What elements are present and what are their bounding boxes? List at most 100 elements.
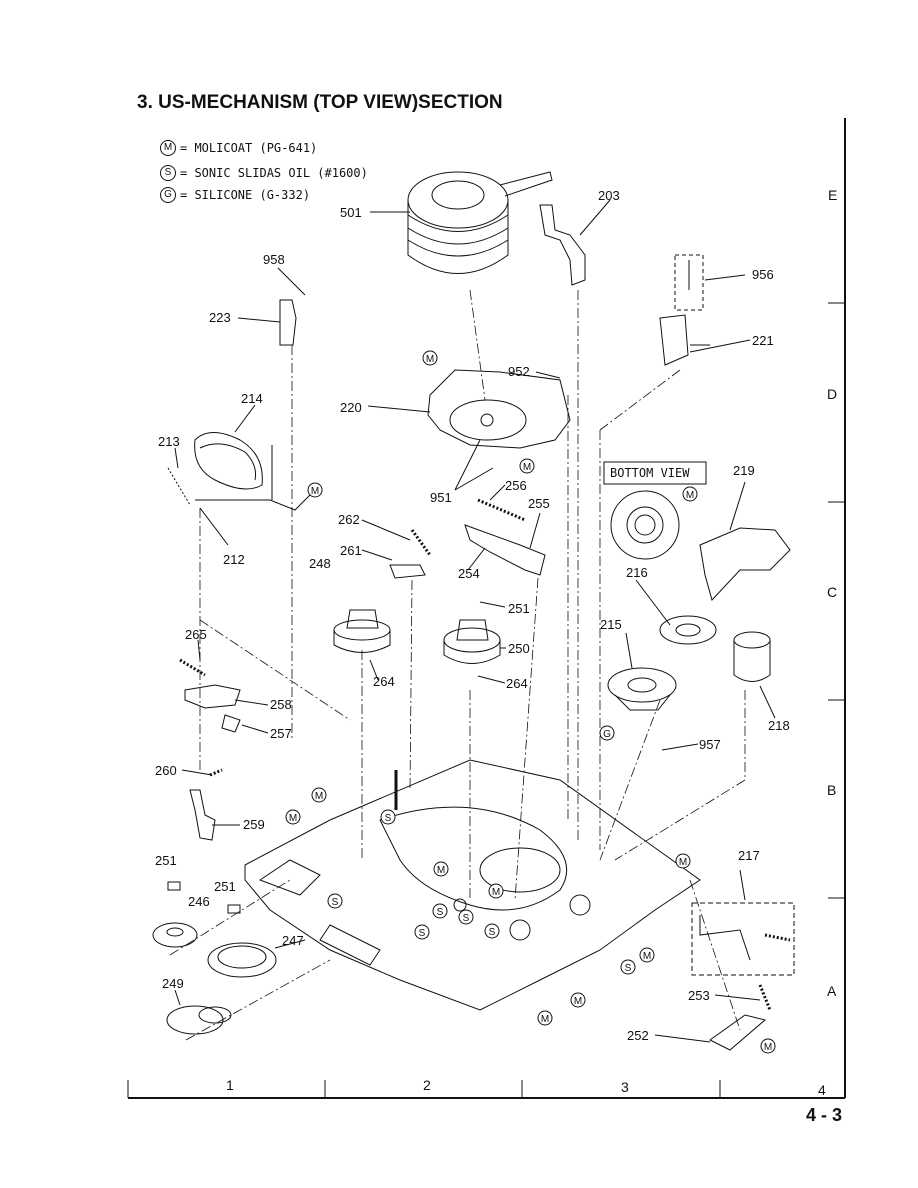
- col-label-4: 4: [818, 1082, 826, 1098]
- marker-s: S: [414, 924, 430, 940]
- part-label-218: 218: [768, 718, 790, 733]
- part-label-256: 256: [505, 478, 527, 493]
- svg-text:S: S: [385, 813, 392, 824]
- svg-text:S: S: [489, 927, 496, 938]
- legend-symbol-m: M: [160, 140, 176, 156]
- marker-m: M: [422, 350, 438, 366]
- part-label-956: 956: [752, 267, 774, 282]
- part-label-213: 213: [158, 434, 180, 449]
- svg-text:M: M: [426, 354, 434, 365]
- marker-m: M: [519, 458, 535, 474]
- part-label-952: 952: [508, 364, 530, 379]
- part-label-251: 251: [214, 879, 236, 894]
- svg-text:M: M: [315, 791, 323, 802]
- part-label-220: 220: [340, 400, 362, 415]
- part-label-265: 265: [185, 627, 207, 642]
- page-title: 3. US-MECHANISM (TOP VIEW)SECTION: [137, 92, 503, 113]
- svg-text:S: S: [437, 907, 444, 918]
- col-label-1: 1: [226, 1077, 234, 1093]
- marker-s: S: [432, 903, 448, 919]
- svg-text:M: M: [679, 857, 687, 868]
- legend-silicone: G = SILICONE (G-332): [160, 187, 310, 203]
- part-label-249: 249: [162, 976, 184, 991]
- marker-s: S: [484, 923, 500, 939]
- marker-m: M: [433, 861, 449, 877]
- svg-text:M: M: [311, 486, 319, 497]
- part-label-254: 254: [458, 566, 480, 581]
- marker-m: M: [311, 787, 327, 803]
- svg-text:M: M: [764, 1042, 772, 1053]
- part-label-261: 261: [340, 543, 362, 558]
- legend-symbol-g: G: [160, 187, 176, 203]
- legend-slidas: S = SONIC SLIDAS OIL (#1600): [160, 165, 368, 181]
- marker-m: M: [285, 809, 301, 825]
- part-label-216: 216: [626, 565, 648, 580]
- marker-m: M: [675, 853, 691, 869]
- part-label-247: 247: [282, 933, 304, 948]
- part-label-951: 951: [430, 490, 452, 505]
- svg-text:M: M: [289, 813, 297, 824]
- svg-text:M: M: [437, 865, 445, 876]
- legend-text-m: = MOLICOAT (PG-641): [180, 141, 318, 155]
- svg-text:M: M: [523, 462, 531, 473]
- row-label-d: D: [827, 386, 838, 402]
- part-label-262: 262: [338, 512, 360, 527]
- marker-m: M: [682, 486, 698, 502]
- svg-text:S: S: [625, 963, 632, 974]
- row-label-b: B: [827, 782, 837, 798]
- marker-s: S: [620, 959, 636, 975]
- legend-text-s: = SONIC SLIDAS OIL (#1600): [180, 166, 368, 180]
- legend-text-g: = SILICONE (G-332): [180, 188, 311, 202]
- part-label-246: 246: [188, 894, 210, 909]
- legend-symbol-s: S: [160, 165, 176, 181]
- part-label-252: 252: [627, 1028, 649, 1043]
- part-label-214: 214: [241, 391, 263, 406]
- svg-text:M: M: [643, 951, 651, 962]
- svg-text:M: M: [541, 1014, 549, 1025]
- svg-text:M: M: [574, 996, 582, 1007]
- bottom-view-label: BOTTOM VIEW: [610, 466, 690, 480]
- page-number: 4 - 3: [805, 1105, 842, 1125]
- marker-m: M: [488, 883, 504, 899]
- col-label-3: 3: [621, 1079, 629, 1095]
- part-label-250: 250: [508, 641, 530, 656]
- marker-m: M: [307, 482, 323, 498]
- svg-text:S: S: [463, 913, 470, 924]
- marker-s: S: [327, 893, 343, 909]
- row-label-a: A: [827, 983, 837, 999]
- part-label-248: 248: [309, 556, 331, 571]
- svg-text:M: M: [492, 887, 500, 898]
- part-label-260: 260: [155, 763, 177, 778]
- part-label-255: 255: [528, 496, 550, 511]
- marker-s: S: [458, 909, 474, 925]
- part-label-212: 212: [223, 552, 245, 567]
- part-label-219: 219: [733, 463, 755, 478]
- part-label-251: 251: [155, 853, 177, 868]
- part-label-958: 958: [263, 252, 285, 267]
- svg-text:S: S: [332, 897, 339, 908]
- part-label-251: 251: [508, 601, 530, 616]
- row-label-c: C: [827, 584, 838, 600]
- part-label-215: 215: [600, 617, 622, 632]
- part-label-221: 221: [752, 333, 774, 348]
- part-label-957: 957: [699, 737, 721, 752]
- marker-m: M: [639, 947, 655, 963]
- svg-text:M: M: [686, 490, 694, 501]
- marker-m: M: [537, 1010, 553, 1026]
- legend-molicoat: M = MOLICOAT (PG-641): [160, 140, 317, 156]
- svg-text:G: G: [603, 729, 611, 740]
- part-label-223: 223: [209, 310, 231, 325]
- part-label-264: 264: [373, 674, 395, 689]
- marker-s: S: [380, 809, 396, 825]
- svg-text:S: S: [419, 928, 426, 939]
- row-label-e: E: [828, 187, 838, 203]
- marker-m: M: [760, 1038, 776, 1054]
- part-label-257: 257: [270, 726, 292, 741]
- col-label-2: 2: [423, 1077, 431, 1093]
- part-label-217: 217: [738, 848, 760, 863]
- part-label-259: 259: [243, 817, 265, 832]
- part-label-501: 501: [340, 205, 362, 220]
- part-label-264: 264: [506, 676, 528, 691]
- marker-m: M: [570, 992, 586, 1008]
